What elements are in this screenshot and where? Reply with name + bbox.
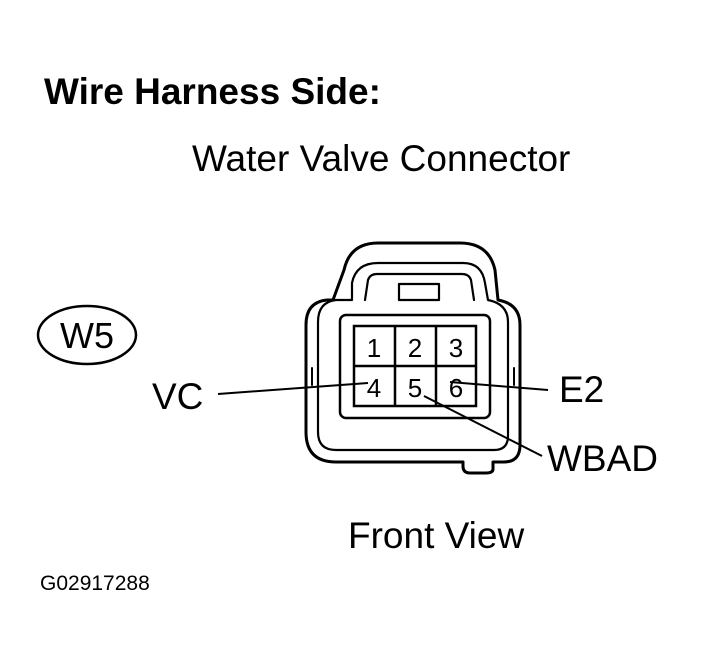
pin-6: 6 xyxy=(449,373,463,403)
housing-latch xyxy=(363,272,476,302)
view-label: Front View xyxy=(348,515,524,556)
e2-label: E2 xyxy=(559,369,604,410)
housing-inner xyxy=(316,261,510,452)
housing-outer xyxy=(304,241,522,475)
wbad-label: WBAD xyxy=(547,438,658,479)
heading: Wire Harness Side: xyxy=(44,71,381,112)
connector-code-ellipse xyxy=(36,304,138,366)
terminal-block xyxy=(338,313,492,420)
connector-code-badge: W5 xyxy=(36,304,138,366)
vc-leader-line xyxy=(217,382,369,395)
terminal-frame xyxy=(338,313,492,420)
latch-window xyxy=(397,282,441,302)
pin-4: 4 xyxy=(367,373,381,403)
pin-2: 2 xyxy=(408,333,422,363)
connector-code: W5 xyxy=(60,315,114,356)
figure-code: G02917288 xyxy=(40,572,150,595)
pin-5: 5 xyxy=(408,373,422,403)
connector-name: Water Valve Connector xyxy=(192,138,570,179)
pin-1: 1 xyxy=(367,333,381,363)
wbad-leader-line xyxy=(423,395,543,457)
pin-3: 3 xyxy=(449,333,463,363)
e2-leader-line xyxy=(449,381,549,391)
vc-label: VC xyxy=(152,376,203,417)
connector-housing xyxy=(304,241,522,475)
